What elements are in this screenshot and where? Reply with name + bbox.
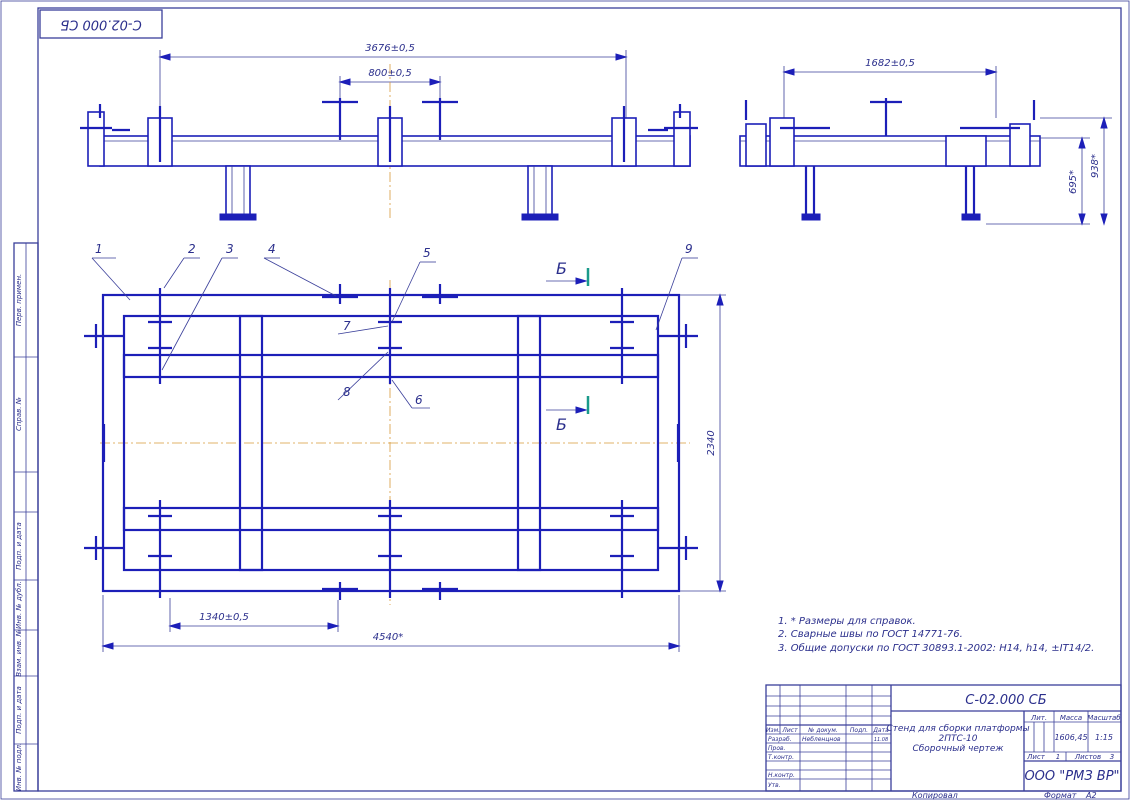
title-razrab: Разраб. — [768, 736, 792, 743]
side-strip: Перв. примен. Справ. № Подп. и дата Инв.… — [13, 242, 39, 792]
title-mass: 1606,45 — [1054, 733, 1087, 742]
note-1: 1. * Размеры для справок. — [778, 616, 916, 627]
title-row-izm: Изм. — [766, 727, 780, 734]
title-name-2: 2ПТС-10 — [939, 734, 978, 744]
rotated-stamp: С-02.000 СБ — [39, 9, 163, 39]
format-value: А2 — [1085, 791, 1097, 800]
title-col-scale: Масштаб — [1087, 714, 1121, 722]
leader-1: 1 — [95, 242, 103, 256]
title-row-date: Дата — [872, 727, 889, 734]
plan-view: 2340 1340±0,5 4540* Б Б 1 2 3 4 — [84, 242, 726, 652]
title-name-3: Сборочный чертеж — [912, 744, 1004, 754]
title-row-sign: Подп. — [850, 727, 868, 734]
title-designation: С-02.000 СБ — [965, 693, 1046, 708]
leader-9: 9 — [685, 242, 693, 256]
side-label-perv: Перв. примен. — [15, 274, 23, 327]
title-prov: Пров. — [768, 745, 786, 752]
format-label: Формат — [1044, 791, 1077, 800]
side-label-vzam: Взам. инв. № — [15, 629, 23, 677]
leader-3: 3 — [226, 242, 234, 256]
side-label-podp2: Подп. и дата — [15, 686, 23, 734]
note-2: 2. Сварные швы по ГОСТ 14771-76. — [778, 629, 963, 640]
dim-side-h1: 695* — [1068, 170, 1079, 194]
note-3: 3. Общие допуски по ГОСТ 30893.1-2002: H… — [778, 642, 1094, 654]
section-b-mid: Б — [556, 415, 567, 434]
rotated-stamp-code: С-02.000 СБ — [60, 17, 141, 32]
dim-plan-total: 4540* — [373, 632, 403, 643]
title-col-lit: Лит. — [1030, 714, 1047, 722]
dim-front-span: 3676±0,5 — [365, 43, 415, 54]
side-label-podp1: Подп. и дата — [15, 522, 23, 570]
front-view: 3676±0,5 800±0,5 — [80, 43, 698, 221]
side-label-dubl: Инв. № дубл. — [15, 581, 23, 629]
dim-side-span: 1682±0,5 — [865, 58, 915, 69]
title-sheet-num: 1 — [1056, 753, 1060, 761]
title-block: С-02.000 СБ Стенд для сборки платформы 2… — [765, 684, 1122, 792]
title-tkontr: Т.контр. — [768, 754, 794, 761]
dim-plan-bottom: 1340±0,5 — [199, 612, 249, 623]
title-col-mass: Масса — [1060, 714, 1082, 722]
title-scale: 1:15 — [1095, 733, 1113, 742]
leader-8: 8 — [343, 385, 351, 399]
dim-side-h2: 938* — [1090, 154, 1101, 178]
notes: 1. * Размеры для справок. 2. Сварные швы… — [778, 616, 1094, 654]
title-razrab-date: 11.08 — [874, 737, 888, 743]
drawing-frame — [37, 7, 1122, 792]
side-label-sprav: Справ. № — [15, 397, 23, 431]
title-razrab-name: Небленцнов — [802, 736, 841, 743]
title-sheet-label: Лист — [1026, 753, 1046, 761]
leader-7: 7 — [343, 319, 351, 333]
leader-6: 6 — [415, 393, 423, 407]
title-name-1: Стенд для сборки платформы — [886, 724, 1029, 734]
leader-4: 4 — [268, 242, 276, 256]
title-sheets-num: 3 — [1110, 753, 1114, 761]
title-utv: Утв. — [768, 782, 781, 789]
title-row-doc: № докум. — [807, 727, 838, 734]
dim-plan-height: 2340 — [706, 430, 717, 455]
copied-label: Копировал — [912, 791, 958, 800]
leader-2: 2 — [188, 242, 196, 256]
side-view: 1682±0,5 695* 938* — [739, 58, 1112, 226]
title-nkontr: Н.контр. — [768, 772, 795, 779]
section-b-top: Б — [556, 259, 567, 278]
title-sheets-label: Листов — [1074, 753, 1101, 761]
title-company: ООО "РМЗ ВР" — [1024, 769, 1119, 784]
title-row-list: Лист — [781, 727, 798, 734]
leader-5: 5 — [423, 246, 431, 260]
side-label-podl: Инв. № подл. — [15, 743, 23, 791]
